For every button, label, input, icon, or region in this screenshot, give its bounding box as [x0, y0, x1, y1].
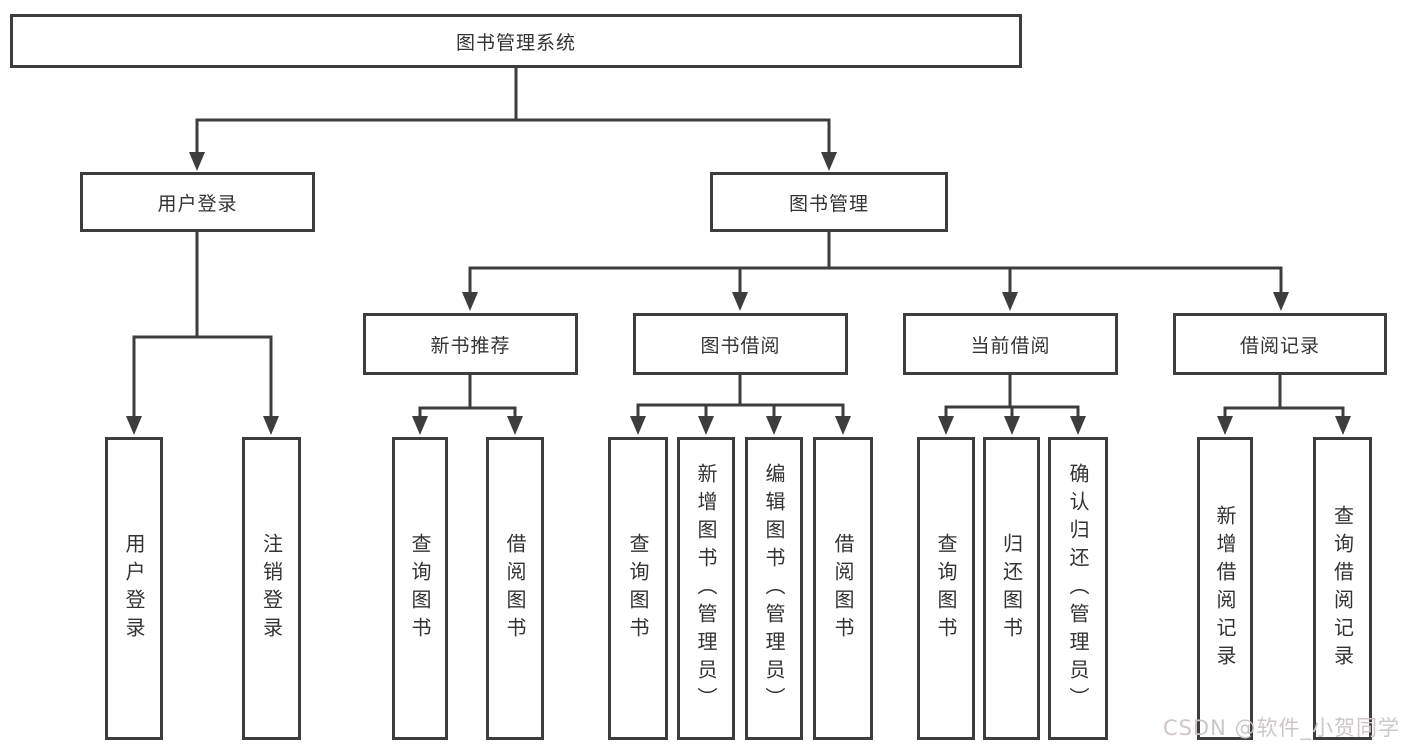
edges-book-borrow	[630, 373, 851, 435]
edges-current-borrow	[938, 373, 1086, 435]
node-current-borrow-label: 当前借阅	[970, 334, 1051, 357]
node-root-label: 图书管理系统	[455, 31, 576, 54]
leaf-user-login-label: 用户登录	[122, 532, 146, 645]
leaf-borrow-edit-books-admin-label: 编辑图书（管理员）	[762, 462, 786, 715]
csdn-watermark: CSDN @软件_小贺同学	[1162, 716, 1400, 740]
leaf-newbook-borrow-books-label: 借阅图书	[503, 532, 527, 645]
node-user-login-label: 用户登录	[157, 192, 238, 215]
leaf-newbook-query-books: 查询图书	[392, 437, 448, 740]
leaf-borrow-borrow-books-label: 借阅图书	[831, 532, 855, 645]
leaf-newbook-borrow-books: 借阅图书	[486, 437, 544, 740]
leaf-borrow-query-books-label: 查询图书	[626, 532, 650, 645]
leaf-current-query-books-label: 查询图书	[934, 532, 958, 645]
node-new-book-recommend-label: 新书推荐	[430, 334, 511, 357]
node-borrow-records-label: 借阅记录	[1239, 334, 1320, 357]
leaf-current-confirm-return-admin: 确认归还（管理员）	[1048, 437, 1108, 740]
node-book-borrow-label: 图书借阅	[700, 334, 781, 357]
leaf-borrow-add-books-admin: 新增图书（管理员）	[677, 437, 735, 740]
node-book-management-label: 图书管理	[788, 192, 869, 215]
node-root: 图书管理系统	[10, 14, 1022, 68]
leaf-current-query-books: 查询图书	[917, 437, 975, 740]
leaf-user-login: 用户登录	[105, 437, 163, 740]
edges-new-book-recommend	[412, 373, 523, 435]
edges-user-login	[126, 230, 279, 435]
edges-root	[189, 66, 837, 171]
leaf-borrow-add-books-admin-label: 新增图书（管理员）	[694, 462, 718, 715]
node-user-login: 用户登录	[80, 172, 315, 232]
node-new-book-recommend: 新书推荐	[363, 313, 578, 375]
leaf-current-confirm-return-admin-label: 确认归还（管理员）	[1066, 462, 1090, 715]
node-borrow-records: 借阅记录	[1173, 313, 1387, 375]
edges-borrow-records	[1217, 373, 1351, 435]
leaf-current-return-books-label: 归还图书	[999, 532, 1024, 645]
leaf-newbook-query-books-label: 查询图书	[408, 532, 432, 645]
edges-book-management	[462, 230, 1289, 311]
leaf-records-add-borrow-record-label: 新增借阅记录	[1213, 504, 1237, 673]
leaf-logout-label: 注销登录	[259, 532, 284, 645]
leaf-current-return-books: 归还图书	[983, 437, 1040, 740]
leaf-records-add-borrow-record: 新增借阅记录	[1197, 437, 1253, 740]
leaf-borrow-borrow-books: 借阅图书	[813, 437, 873, 740]
leaf-borrow-query-books: 查询图书	[608, 437, 668, 740]
node-book-borrow: 图书借阅	[633, 313, 848, 375]
leaf-records-query-borrow-record-label: 查询借阅记录	[1330, 504, 1355, 673]
node-current-borrow: 当前借阅	[903, 313, 1118, 375]
leaf-logout: 注销登录	[242, 437, 301, 740]
leaf-borrow-edit-books-admin: 编辑图书（管理员）	[745, 437, 803, 740]
node-book-management: 图书管理	[710, 172, 948, 232]
leaf-records-query-borrow-record: 查询借阅记录	[1313, 437, 1372, 740]
